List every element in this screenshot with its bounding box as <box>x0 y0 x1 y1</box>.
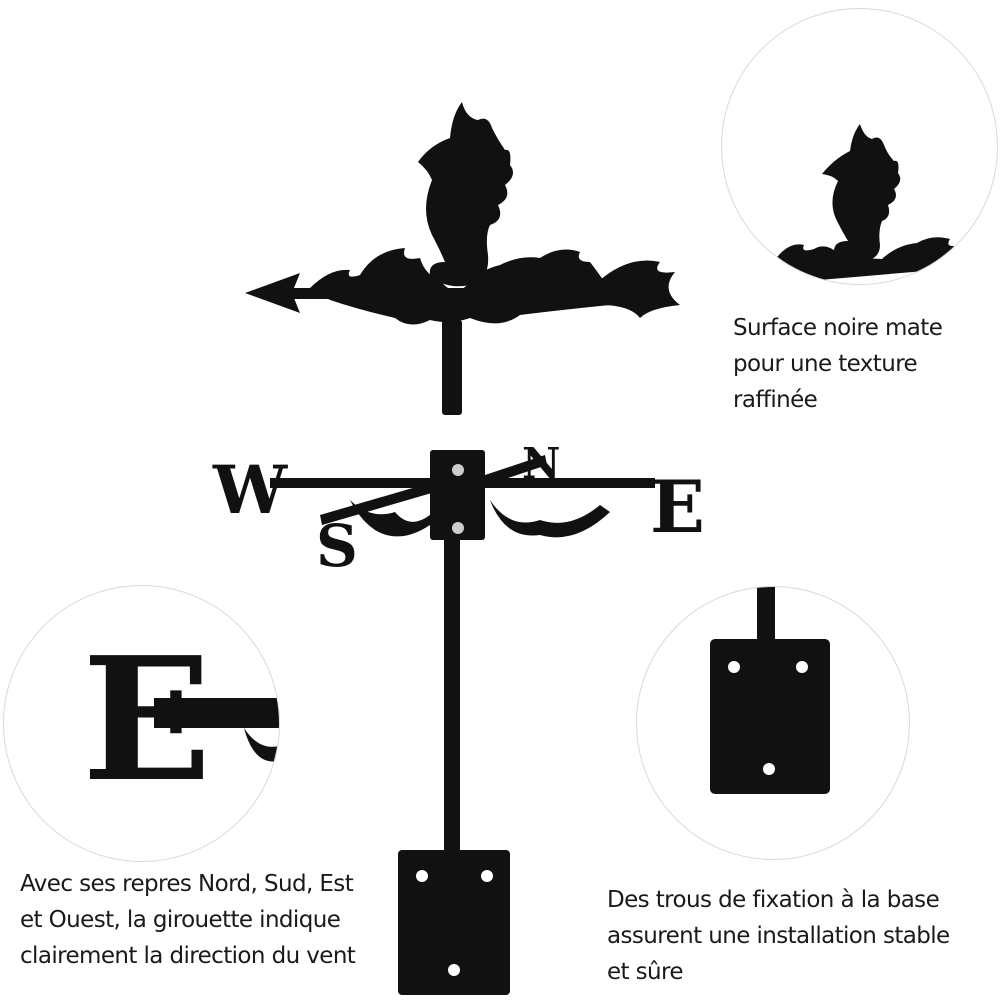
mount-hole <box>481 870 493 882</box>
caption-line: et Ouest, la girouette indique <box>20 907 341 933</box>
bracket-bolt <box>452 522 464 534</box>
caption-directions: Avec ses repres Nord, Sud, Est et Ouest,… <box>20 866 356 974</box>
svg-text:E: E <box>82 620 212 820</box>
caption-line: Surface noire mate <box>733 315 943 341</box>
caption-line: pour une texture <box>733 351 918 377</box>
detail-circle-base-plate <box>636 586 910 860</box>
seahorse-figure <box>418 102 514 287</box>
caption-finish: Surface noire mate pour une texture raff… <box>733 310 943 418</box>
detail-circle-letter-e: E <box>3 585 280 862</box>
letter-north: N <box>522 439 560 488</box>
letter-west: W <box>212 451 288 529</box>
caption-line: Avec ses repres Nord, Sud, Est <box>20 871 354 897</box>
arrow <box>245 248 680 325</box>
bracket-bolt <box>452 464 464 476</box>
caption-line: et sûre <box>607 959 684 985</box>
compass-arms <box>270 455 655 538</box>
letter-east: E <box>650 464 705 549</box>
base-plate <box>398 850 510 995</box>
caption-line: raffinée <box>733 387 818 413</box>
caption-line: Des trous de fixation à la base <box>607 887 940 913</box>
mount-hole <box>416 870 428 882</box>
mount-hole <box>448 964 460 976</box>
caption-line: assurent une installation stable <box>607 923 950 949</box>
caption-line: clairement la direction du vent <box>20 943 356 969</box>
detail-circle-seahorse <box>721 8 998 285</box>
letter-e-detail-image: E <box>82 620 279 820</box>
center-bracket <box>430 450 485 540</box>
seahorse-detail-image <box>772 124 972 284</box>
caption-mounting: Des trous de fixation à la base assurent… <box>607 882 950 990</box>
letter-south: S <box>316 512 358 580</box>
mast-upper <box>442 320 462 415</box>
base-plate-detail-image <box>710 587 830 794</box>
mast-lower <box>444 540 460 860</box>
